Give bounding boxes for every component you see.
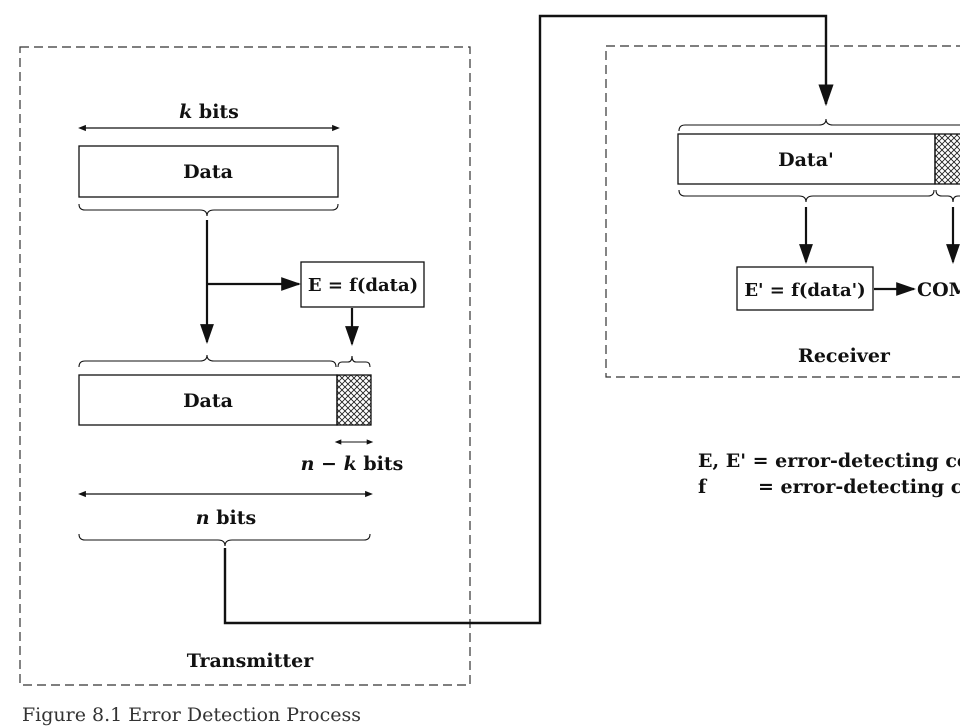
codeword-data-brace [78, 354, 337, 368]
received-data-brace [678, 189, 935, 203]
data-box [78, 145, 339, 198]
legend: E, E' = error-detecting coc f = error-de… [698, 450, 960, 498]
transmitter-dashed-border [19, 46, 471, 686]
data-brace [78, 203, 339, 217]
transmission-channel-line [223, 14, 834, 625]
received-data-label: Data' [778, 149, 834, 171]
n-bits-label: n bits [196, 507, 256, 529]
codeword-code-brace [337, 355, 371, 368]
compare-label: COM [917, 279, 960, 301]
function-box [300, 261, 425, 308]
received-code-box [934, 133, 960, 185]
receiver-function-box [736, 266, 874, 311]
function-box-label: E = f(data) [308, 275, 418, 296]
legend-line-2: = error-detecting coc [758, 476, 960, 498]
figure-caption: Figure 8.1 Error Detection Process [22, 704, 361, 726]
codeword-data-label: Data [183, 390, 233, 412]
legend-f-symbol: f [698, 476, 708, 498]
receiver-dashed-border [605, 45, 960, 378]
receiver-top-brace [678, 118, 960, 132]
legend-line-1: E, E' = error-detecting coc [698, 450, 960, 472]
receiver-panel: Data' E' = f(data') COM Receiver [605, 45, 960, 378]
received-data-box [677, 133, 936, 185]
codeword-code-box [336, 374, 372, 426]
codeword-data-box [78, 374, 338, 426]
nk-bits-label: n − k bits [301, 453, 404, 475]
receiver-title: Receiver [798, 345, 891, 367]
transmitter-title: Transmitter [187, 650, 315, 672]
transmitter-panel: k bits Data E = f(data) Data n − k bits [19, 46, 471, 686]
data-box-label: Data [183, 161, 233, 183]
n-bits-brace [78, 533, 371, 547]
k-bits-label: k bits [179, 101, 239, 123]
receiver-function-label: E' = f(data') [744, 280, 865, 301]
received-code-brace [935, 189, 960, 203]
